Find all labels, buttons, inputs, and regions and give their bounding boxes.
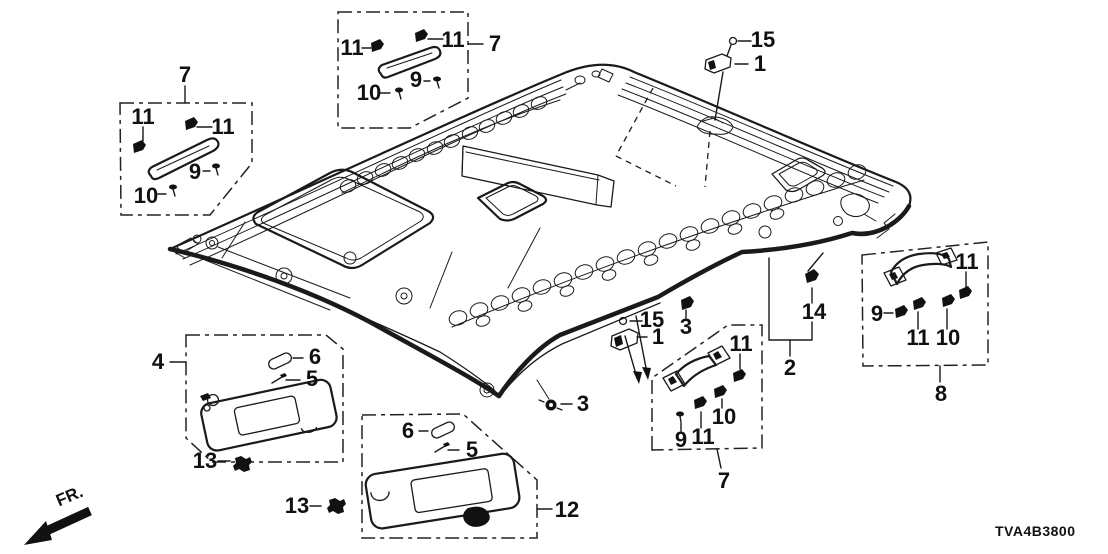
roof-beam (461, 145, 615, 208)
holder-6-icon (268, 352, 292, 370)
screw-9-icon (433, 76, 441, 89)
grab-handle-box-right (861, 241, 989, 383)
clip-11-icon (913, 297, 926, 310)
projection-lines (615, 87, 711, 188)
bracket-middle-parts (536, 296, 694, 411)
clip-11-icon (959, 286, 972, 299)
harness-band-right (448, 164, 867, 328)
clip-14-icon (805, 269, 819, 283)
grab-handle-icon (883, 247, 958, 287)
clip-11-icon (371, 39, 384, 52)
sun-visor-icon (364, 452, 521, 530)
screw-10-icon (395, 87, 403, 100)
clip-13-icon (233, 456, 252, 472)
front-edge-band (167, 246, 502, 399)
pillar-details (170, 68, 896, 259)
grab-handle-icon (662, 345, 731, 392)
fr-direction-arrow (24, 506, 92, 545)
screw-9-icon (676, 411, 684, 423)
console-opening (476, 180, 548, 222)
clip-3-front-icon (536, 379, 563, 411)
rear-lamp-opening (771, 157, 826, 193)
headliner-seams (199, 216, 843, 398)
grab-rail-box-top-middle (337, 11, 484, 129)
grab-rail-icon (147, 137, 220, 181)
sunroof-opening (252, 168, 435, 270)
sun-visor-icon (200, 378, 338, 452)
screw-5-icon (271, 373, 287, 384)
clip-13-icon (327, 498, 346, 514)
clip-11-icon (415, 29, 428, 42)
clip-11-icon (185, 117, 198, 130)
harness-band-left (339, 96, 561, 194)
screw-10-icon (169, 184, 177, 197)
headliner-drawing (167, 63, 912, 399)
grab-rail-icon (377, 45, 442, 79)
clip-11-icon (694, 396, 707, 409)
screw-15-icon (618, 316, 628, 326)
grab-handle-box-bottom (651, 324, 763, 469)
roof-rail-2-callout (768, 252, 824, 357)
screw-5-icon (434, 442, 450, 453)
bracket-1-icon (704, 53, 732, 74)
screw-10-icon (714, 385, 727, 398)
screw-10-icon (942, 294, 955, 307)
holder-6-icon (431, 421, 455, 439)
grab-rail-box-top-left (119, 85, 253, 216)
lower-right-edge-band (496, 203, 912, 399)
clip-3-icon (681, 296, 694, 310)
diagram-part-code: TVA4B3800 (995, 523, 1076, 539)
clip-11-icon (733, 369, 746, 382)
sun-visor-box-left (169, 334, 344, 472)
bracket-1-icon (610, 328, 639, 351)
screw-15-icon (728, 36, 738, 46)
clip-11-icon (133, 140, 146, 153)
sun-visor-box-right (309, 413, 553, 539)
screw-9-icon (895, 305, 908, 318)
bracket-top-parts (704, 36, 752, 121)
screw-9-icon (212, 163, 220, 176)
